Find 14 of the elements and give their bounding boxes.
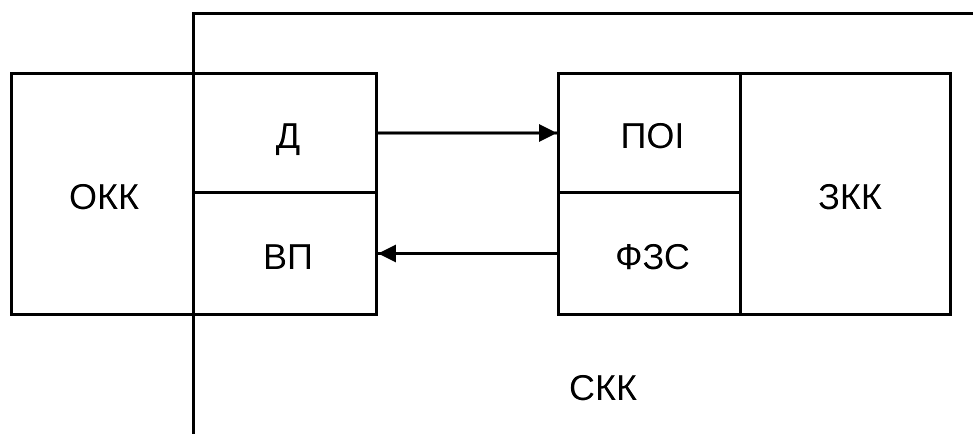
block-label: Д xyxy=(274,114,302,158)
block-label: ВП xyxy=(262,234,314,278)
block-label: ПОІ xyxy=(620,114,686,158)
system-frame xyxy=(192,12,973,434)
arrow xyxy=(378,124,557,142)
block-box xyxy=(192,72,378,194)
arrow xyxy=(378,244,557,262)
block-label: СКК xyxy=(568,366,638,410)
block-label: ЗКК xyxy=(817,175,883,219)
block-box xyxy=(192,191,378,316)
block-label: ФЗС xyxy=(614,234,691,278)
block-label: ОКК xyxy=(68,175,140,219)
block-box xyxy=(10,72,195,316)
block-box xyxy=(557,72,952,316)
